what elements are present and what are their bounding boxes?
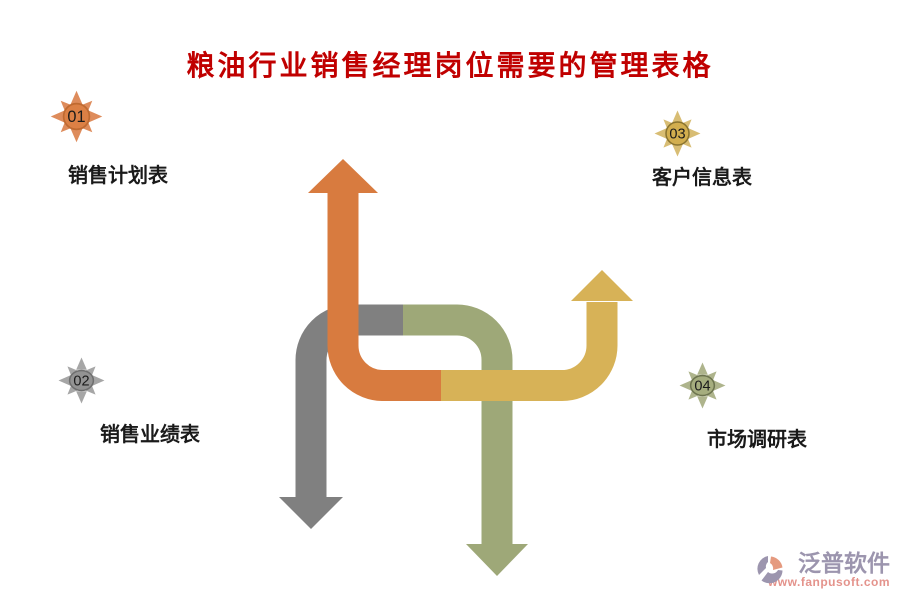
page-title: 粮油行业销售经理岗位需要的管理表格 xyxy=(186,50,714,81)
badge-number: 01 xyxy=(67,108,85,126)
sun-icon: 01 xyxy=(50,90,103,143)
badge-label-market-research: 市场调研表 xyxy=(707,429,807,451)
sun-icon: 02 xyxy=(58,357,105,404)
badge-number: 04 xyxy=(694,378,710,394)
badge-04: 04 xyxy=(678,361,727,410)
brand-url: www.fanpusoft.com xyxy=(767,575,890,589)
brand-icon xyxy=(757,556,783,584)
badge-number: 03 xyxy=(669,126,685,142)
badge-label-sales-plan: 销售计划表 xyxy=(68,165,168,187)
badge-01: 01 xyxy=(49,89,104,144)
sun-icon: 03 xyxy=(654,110,701,157)
brand-name: 泛普软件 xyxy=(798,550,890,576)
brand-logo: 泛普软件 www.fanpusoft.com xyxy=(754,550,890,589)
up-arrow-orange xyxy=(308,159,441,401)
badge-number: 02 xyxy=(73,373,89,389)
badge-label-customer-info: 客户信息表 xyxy=(652,167,752,189)
badge-02: 02 xyxy=(57,356,106,405)
badge-label-sales-performance: 销售业绩表 xyxy=(100,424,200,446)
up-arrow-gold xyxy=(441,270,633,401)
down-arrow-olive xyxy=(403,304,528,576)
sun-icon: 04 xyxy=(679,362,726,409)
badge-03: 03 xyxy=(653,109,702,158)
